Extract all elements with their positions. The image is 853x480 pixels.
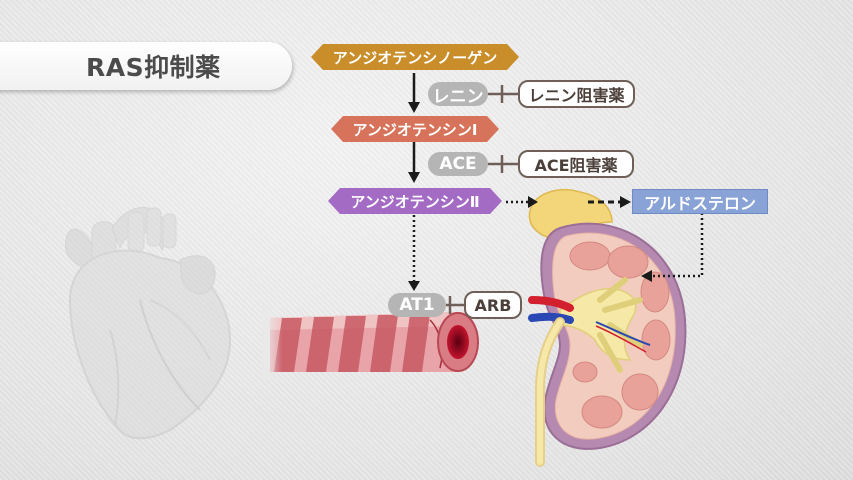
renin-inhibitor-label: レニン阻害薬 [518, 80, 635, 108]
angiotensin-2-label: アンジオテンシンⅡ [328, 188, 502, 214]
title-banner: RAS抑制薬 [0, 42, 292, 90]
arb-label: ARB [464, 291, 522, 319]
ace-inhibitor-label: ACE阻害薬 [518, 150, 634, 178]
heart-illustration [64, 207, 232, 440]
renin-label: レニン [428, 82, 488, 107]
kidney-illustration [528, 188, 687, 467]
at1-label: AT1 [388, 293, 446, 317]
ace-label: ACE [428, 152, 488, 176]
angiotensinogen-label: アンジオテンシノーゲン [311, 44, 519, 70]
aldosterone-label: アルドステロン [632, 189, 768, 214]
pathway-arrows [408, 73, 704, 314]
angiotensin-1-label: アンジオテンシンⅠ [331, 116, 499, 142]
page-title: RAS抑制薬 [86, 53, 221, 82]
blood-vessel-illustration [262, 305, 479, 380]
